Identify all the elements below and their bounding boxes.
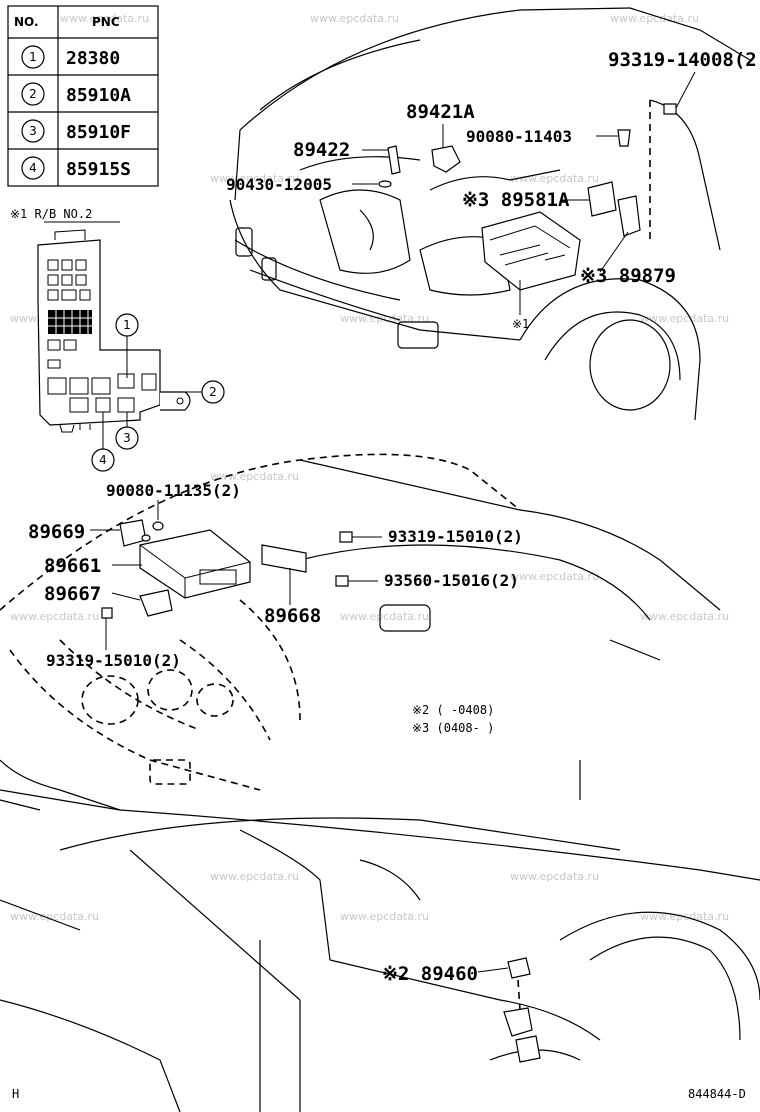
label-89879: ※3 89879 <box>580 265 676 287</box>
pnc-table: NO. PNC 1 28380 2 85910A 3 85910F 4 8591… <box>7 5 159 187</box>
bolt-90080-11403 <box>617 129 631 147</box>
label-89669: 89669 <box>28 521 85 543</box>
label-93319-15010-b: 93319-15010(2) <box>46 651 181 670</box>
bracket-89668 <box>261 544 307 573</box>
bracket-89667 <box>139 589 173 617</box>
table-header-no: NO. <box>14 15 39 29</box>
label-89668: 89668 <box>264 605 321 627</box>
diagram-code: 844844-D <box>688 1087 746 1101</box>
label-90080-11403: 90080-11403 <box>466 127 572 146</box>
ecu-89581a <box>587 181 617 217</box>
table-row-pnc: 85910A <box>66 85 131 106</box>
callout-1: 1 <box>123 318 131 332</box>
label-90430-12005: 90430-12005 <box>226 175 332 194</box>
side-view: ※2 89460 <box>0 760 760 1112</box>
label-89460: ※2 89460 <box>382 963 478 985</box>
label-93560-15016: 93560-15016(2) <box>384 571 519 590</box>
bracket-89669 <box>119 519 147 547</box>
watermark: www.epcdata.ru <box>10 610 99 623</box>
watermark: www.epcdata.ru <box>640 610 729 623</box>
watermark: www.epcdata.ru <box>340 312 429 325</box>
watermark: www.epcdata.ru <box>510 570 599 583</box>
rb-label: ※1 R/B NO.2 <box>10 207 92 221</box>
table-row-pnc: 28380 <box>66 48 120 69</box>
watermark: www.epcdata.ru <box>210 870 299 883</box>
ecu-89661 <box>139 529 251 599</box>
watermark: www.epcdata.ru <box>510 172 599 185</box>
sensor-89460 <box>507 957 531 979</box>
label-89581a: ※3 89581A <box>462 189 570 211</box>
label-90080-11135: 90080-11135(2) <box>106 481 241 500</box>
watermark: www.epcdata.ru <box>210 470 299 483</box>
note-3: ※3 (0408- ) <box>412 721 494 735</box>
label-89661: 89661 <box>44 555 101 577</box>
watermark: www.epcdata.ru <box>640 312 729 325</box>
note-2: ※2 ( -0408) <box>412 703 494 717</box>
nut-93560-15016 <box>335 575 349 587</box>
dashboard-view: 90080-11135(2) 89669 93319-15010(2) 8966… <box>0 453 721 811</box>
label-mark-1: ※1 <box>512 317 529 331</box>
table-row-pnc: 85915S <box>66 159 131 180</box>
engine-bay-view: 93319-14008(2) 89421A 90080-11403 89422 … <box>226 7 760 421</box>
watermark: www.epcdata.ru <box>310 12 399 25</box>
table-row-no: 1 <box>29 50 37 64</box>
label-89667: 89667 <box>44 583 101 605</box>
screw-93319-15010 <box>339 531 353 543</box>
table-row-no: 3 <box>29 124 37 138</box>
sensor-89422 <box>387 145 401 175</box>
watermark: www.epcdata.ru <box>10 910 99 923</box>
label-89422: 89422 <box>293 139 350 161</box>
relay-block <box>37 239 161 426</box>
applicability-notes: ※2 ( -0408) ※3 (0408- ) <box>412 703 494 735</box>
callout-3: 3 <box>123 431 131 445</box>
watermark: www.epcdata.ru <box>210 172 299 185</box>
relay-block-installed <box>481 211 581 291</box>
screw-93319-15010 <box>101 607 113 619</box>
table-border <box>7 5 159 187</box>
gasket-90430-12005 <box>378 180 392 188</box>
table-row-pnc: 85910F <box>66 122 131 143</box>
bracket-89879 <box>617 195 641 237</box>
table-row-no: 4 <box>29 161 37 175</box>
label-89421a: 89421A <box>406 101 475 123</box>
watermark: www.epcdata.ru <box>60 12 149 25</box>
watermark: www.epcdata.ru <box>510 870 599 883</box>
sensor-89421a <box>431 145 461 173</box>
table-row-no: 2 <box>29 87 37 101</box>
callout-2: 2 <box>209 385 217 399</box>
bolt-90080-11135 <box>152 521 164 531</box>
relay-block-detail: ※1 R/B NO.2 <box>10 207 225 472</box>
bolt-93319-14008 <box>663 103 677 115</box>
label-93319-15010-a: 93319-15010(2) <box>388 527 523 546</box>
watermark: www.epcdata.ru <box>610 12 699 25</box>
callout-4: 4 <box>99 453 107 467</box>
footer-left: H <box>12 1087 19 1101</box>
label-93319-14008: 93319-14008(2) <box>608 49 760 71</box>
table-header-pnc: PNC <box>92 15 120 29</box>
watermark: www.epcdata.ru <box>340 610 429 623</box>
watermark: www.epcdata.ru <box>340 910 429 923</box>
